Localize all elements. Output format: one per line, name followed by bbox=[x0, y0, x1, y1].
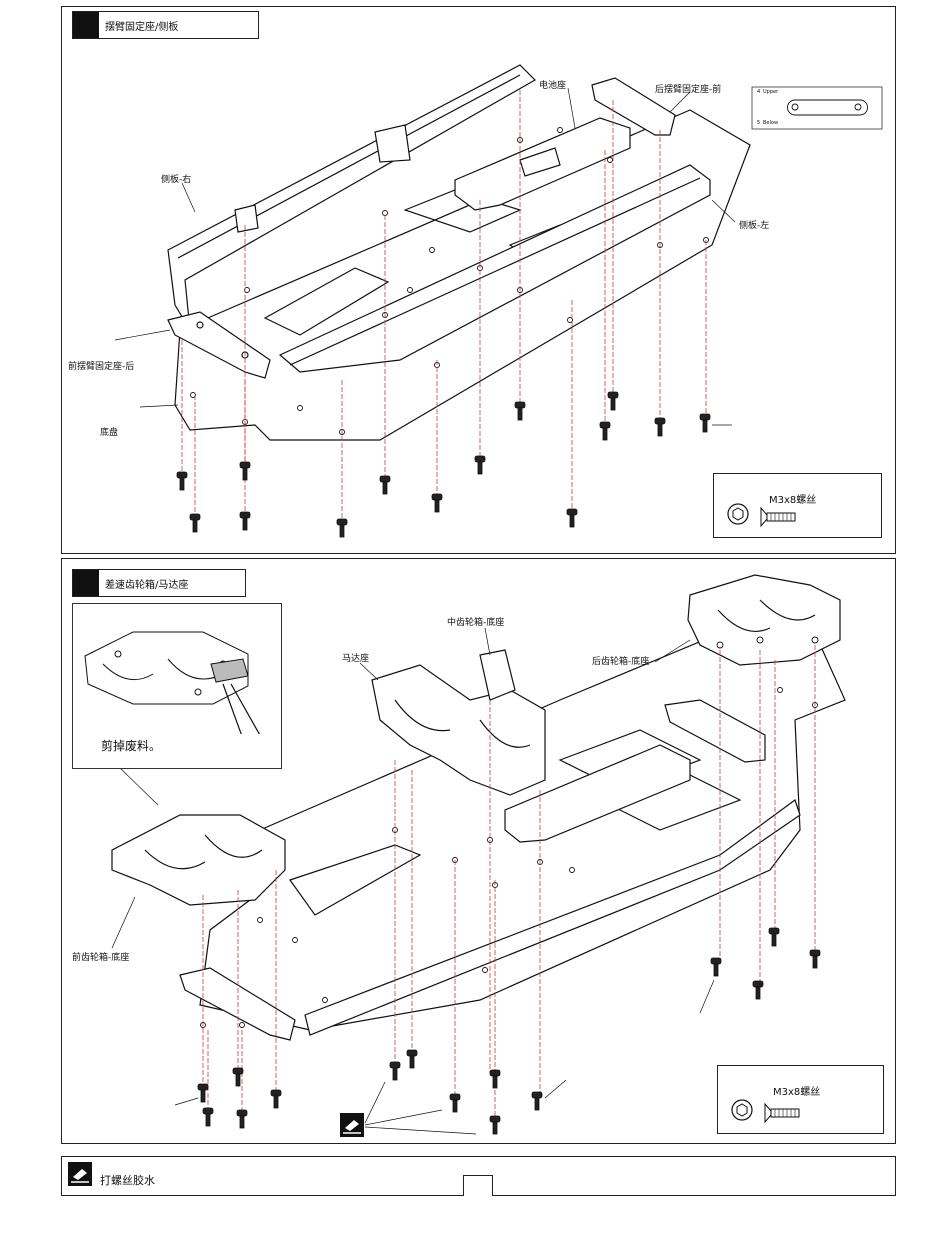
gearbox-trim-illustration bbox=[73, 604, 281, 734]
screw-side-icon-2 bbox=[763, 1102, 803, 1126]
thread-lock-icon bbox=[68, 1162, 92, 1186]
thread-lock-note: 打螺丝胶水 bbox=[100, 1172, 155, 1188]
section-2-marker bbox=[73, 570, 99, 596]
label-rear-gearbox-base: 后齿轮箱-底座 bbox=[592, 654, 649, 667]
label-center-gearbox-base: 中齿轮箱-底座 bbox=[447, 615, 504, 628]
screw-head-icon-2 bbox=[730, 1098, 760, 1128]
section-2-header: 差速齿轮箱/马达座 bbox=[72, 569, 246, 597]
cut-waste-caption: 剪掉废料。 bbox=[101, 737, 161, 754]
page-tab bbox=[463, 1175, 493, 1196]
section-2-screw-legend: M3x8螺丝 bbox=[717, 1065, 884, 1134]
label-motor-mount: 马达座 bbox=[342, 651, 369, 664]
label-front-gearbox-base: 前齿轮箱-底座 bbox=[72, 950, 129, 963]
thread-lock-icon-section-2 bbox=[340, 1113, 364, 1137]
section-2-title: 差速齿轮箱/马达座 bbox=[105, 576, 188, 591]
cut-waste-inset: 剪掉废料。 bbox=[72, 603, 282, 769]
screw-legend-label-2: M3x8螺丝 bbox=[773, 1083, 820, 1098]
